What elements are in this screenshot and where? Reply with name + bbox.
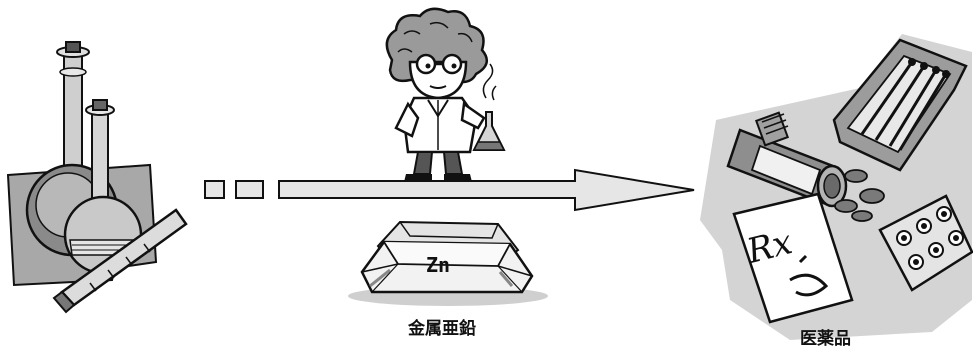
medicine-label: 医薬品 [800,329,851,349]
arrow-body [278,168,695,212]
blister-pack-icon [878,194,973,292]
zinc-symbol-label: Zn [426,253,451,277]
prescription-icon: Rx [732,192,854,324]
pill-bottle-icon [726,111,885,222]
medicines-icon: Rx [700,34,973,340]
ampoule-box-icon [832,38,968,172]
zinc-metal-label: 金属亜鉛 [408,319,476,339]
arrow-dash-1 [204,180,225,199]
process-arrow [204,168,695,212]
scientist-icon [385,7,506,182]
glass-flasks-icon [6,41,188,314]
zinc-ingot-icon [348,220,548,306]
arrow-dash-2 [235,180,264,199]
